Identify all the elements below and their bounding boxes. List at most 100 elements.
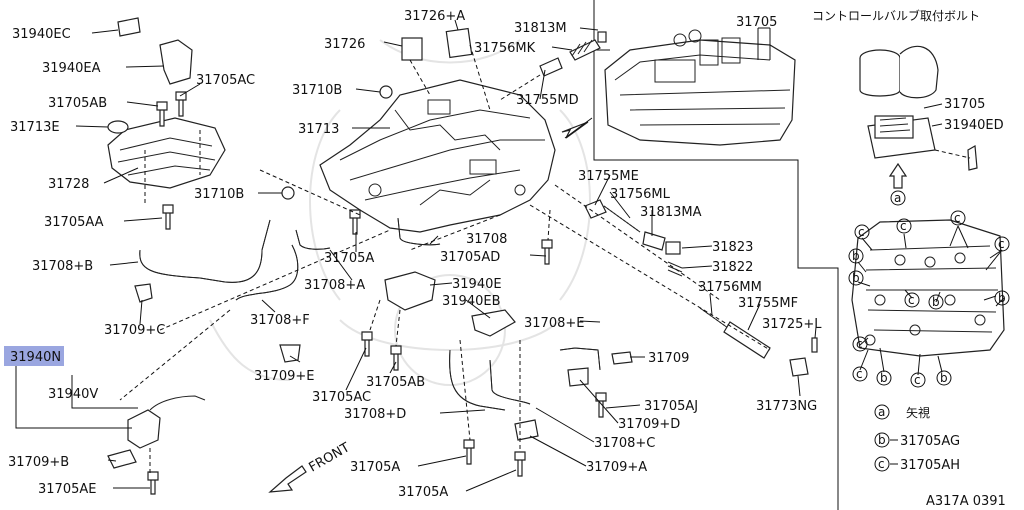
label-31728[interactable]: 31728 <box>48 177 89 192</box>
label-31709C[interactable]: 31709+C <box>104 323 165 338</box>
filter-31713E <box>107 120 129 134</box>
svg-text:c: c <box>998 237 1005 251</box>
svg-text:b: b <box>880 371 888 385</box>
label-31713E[interactable]: 31713E <box>10 120 60 135</box>
label-31726[interactable]: 31726 <box>324 37 365 52</box>
label-31940V[interactable]: 31940V <box>48 387 98 402</box>
svg-text:c: c <box>914 373 921 387</box>
label-31813M[interactable]: 31813M <box>514 21 567 36</box>
legend-b-text: 31705AG <box>900 434 960 449</box>
label-31813MA[interactable]: 31813MA <box>640 205 702 220</box>
marker-a-circle <box>890 190 906 206</box>
label-31756MM[interactable]: 31756MM <box>698 280 762 295</box>
label-31726A[interactable]: 31726+A <box>404 9 465 24</box>
right-valve-parts <box>584 199 818 377</box>
label-31713[interactable]: 31713 <box>298 122 339 137</box>
clip-31709D <box>567 367 589 387</box>
label-31709E[interactable]: 31709+E <box>254 369 314 384</box>
label-31709D[interactable]: 31709+D <box>618 417 680 432</box>
label-31705AC-2[interactable]: 31705AC <box>312 390 371 405</box>
bolt-inset <box>859 45 978 189</box>
label-31822[interactable]: 31822 <box>712 260 753 275</box>
label-31709B[interactable]: 31709+B <box>8 455 69 470</box>
label-31705AC[interactable]: 31705AC <box>196 73 255 88</box>
bracket-31940EB <box>471 309 516 337</box>
label-31705AE[interactable]: 31705AE <box>38 482 96 497</box>
label-31940E[interactable]: 31940E <box>452 277 502 292</box>
svg-text:c: c <box>908 293 915 307</box>
clip-31709B <box>107 449 137 469</box>
label-31708F[interactable]: 31708+F <box>250 313 310 328</box>
svg-text:b: b <box>852 271 860 285</box>
svg-text:c: c <box>954 211 961 225</box>
label-31708[interactable]: 31708 <box>466 232 507 247</box>
label-31756MK[interactable]: 31756MK <box>474 41 536 56</box>
footer-code: A317A 0391 <box>926 494 1006 509</box>
svg-text:b: b <box>932 295 940 309</box>
label-31710B[interactable]: 31710B <box>194 187 244 202</box>
main-valve-body <box>319 79 556 233</box>
label-31709A[interactable]: 31709+A <box>586 460 647 475</box>
label-31708D[interactable]: 31708+D <box>344 407 406 422</box>
label-31708E[interactable]: 31708+E <box>524 316 584 331</box>
label-31705A[interactable]: 31705A <box>324 251 374 266</box>
label-31773NG[interactable]: 31773NG <box>756 399 817 414</box>
label-31725L[interactable]: 31725+L <box>762 317 822 332</box>
label-31755MD[interactable]: 31755MD <box>516 93 579 108</box>
inset-border <box>593 0 839 510</box>
svg-text:c: c <box>878 457 885 471</box>
label-31756ML[interactable]: 31756ML <box>610 187 671 202</box>
label-31705A-3[interactable]: 31705A <box>398 485 448 500</box>
label-31705A-2[interactable]: 31705A <box>350 460 400 475</box>
label-31940ED[interactable]: 31940ED <box>944 118 1004 133</box>
label-31940EA[interactable]: 31940EA <box>42 61 101 76</box>
label-31705[interactable]: 31705 <box>736 15 777 30</box>
label-31940EB[interactable]: 31940EB <box>442 294 501 309</box>
svg-text:b: b <box>878 433 886 447</box>
label-31755MF[interactable]: 31755MF <box>738 296 798 311</box>
bracket-31940E <box>384 271 436 311</box>
valve-body-inset <box>604 27 796 146</box>
clip-31940EC <box>117 17 141 37</box>
label-31705AJ[interactable]: 31705AJ <box>644 399 698 414</box>
label-31705AD[interactable]: 31705AD <box>440 250 500 265</box>
label-31709[interactable]: 31709 <box>648 351 689 366</box>
tubes <box>139 217 601 411</box>
legend-c-text: 31705AH <box>900 458 960 473</box>
washer-31710B-2 <box>281 186 295 200</box>
label-31708C[interactable]: 31708+C <box>594 436 655 451</box>
clip-31709C <box>134 283 153 303</box>
clip-31709E <box>279 344 301 363</box>
part-31726A <box>445 27 473 59</box>
label-31705AA[interactable]: 31705AA <box>44 215 104 230</box>
label-31708A[interactable]: 31708+A <box>304 278 365 293</box>
svg-text:c: c <box>856 367 863 381</box>
svg-text:b: b <box>998 291 1006 305</box>
svg-text:c: c <box>858 225 865 239</box>
label-31705AB[interactable]: 31705AB <box>48 96 107 111</box>
label-31940EC[interactable]: 31940EC <box>12 27 71 42</box>
inset-title: コントロールバルブ取付ボルト <box>812 8 980 23</box>
label-31710B-2[interactable]: 31710B <box>292 83 342 98</box>
bolts <box>147 91 607 495</box>
highlight-31940N <box>4 346 64 366</box>
clip-31709A <box>514 419 539 441</box>
svg-text:b: b <box>852 249 860 263</box>
washer-31710B <box>379 85 393 99</box>
up-arrow-icon <box>888 162 908 189</box>
clip-31709 <box>611 351 633 365</box>
leader-lines <box>75 19 817 492</box>
label-31755ME[interactable]: 31755ME <box>578 169 639 184</box>
part-31726 <box>401 37 423 61</box>
label-31708B[interactable]: 31708+B <box>32 259 93 274</box>
label-31705-inset[interactable]: 31705 <box>944 97 985 112</box>
valve-31755MD <box>539 57 563 77</box>
label-31940N[interactable]: 31940N <box>10 350 61 365</box>
label-31705AB-2[interactable]: 31705AB <box>366 375 425 390</box>
inset-legend: a 矢視 b 31705AG c 31705AH <box>874 404 960 473</box>
part-labels: 31940EC 31940EA 31705AC 31705AB 31713E 3… <box>4 9 1004 500</box>
label-31823[interactable]: 31823 <box>712 240 753 255</box>
svg-text:c: c <box>900 219 907 233</box>
